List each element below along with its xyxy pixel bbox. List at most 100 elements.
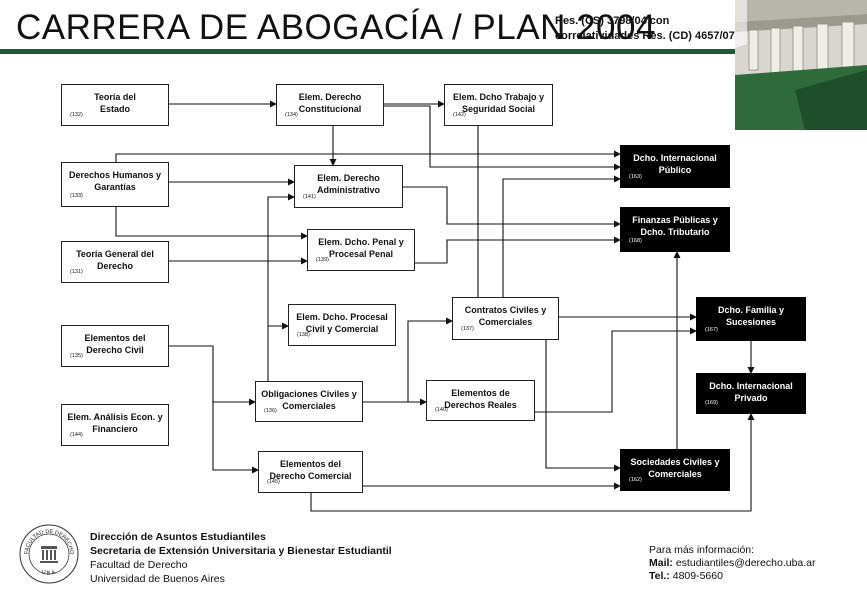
faculty-seal-icon: FACULTAD DE DERECHO U.B.A. <box>19 524 79 584</box>
node-code: (141) <box>303 193 316 200</box>
node-code: (144) <box>70 431 83 438</box>
node-label: Elementos del <box>279 459 342 469</box>
arrow-134-163 <box>384 105 621 171</box>
node-code: (136) <box>264 407 277 414</box>
node-label: Comerciales <box>648 468 702 479</box>
node-label: Dcho. Familia y <box>717 305 785 315</box>
node-label: Elem. Derecho <box>298 92 362 102</box>
node-label: Contratos Civiles y <box>464 305 547 315</box>
node-code: (142) <box>453 111 466 118</box>
arrow-140-167 <box>535 327 697 413</box>
node-label: Comerciales <box>282 400 336 411</box>
svg-text:U.B.A.: U.B.A. <box>40 569 58 577</box>
node-label: Elementos del <box>84 333 146 343</box>
node-code: (140) <box>435 406 448 413</box>
node-label: Dcho. Internacional <box>633 153 717 163</box>
node-code: (135) <box>70 352 83 359</box>
node-label: Público <box>658 164 692 175</box>
node-label: Dcho. Internacional <box>709 381 793 391</box>
node-label: Derechos Reales <box>444 399 517 410</box>
arrow-141-168 <box>403 186 621 228</box>
node-label: Elem. Derecho <box>317 173 380 183</box>
node-label: Elementos de <box>451 388 510 398</box>
arrow-139-168 <box>415 236 621 264</box>
resolution-note: Res. (CS) 3798/04 con correlatividades R… <box>555 14 735 44</box>
footer-org-line-1: Dirección de Asuntos Estudiantiles <box>90 531 266 543</box>
node-label: Administrativo <box>316 184 380 195</box>
arrow-145-169 <box>310 413 755 512</box>
node-code: (134) <box>285 111 298 118</box>
node-code: (167) <box>705 326 718 333</box>
footer-mail-label: Mail: <box>649 557 673 569</box>
arrow-136-141 <box>267 193 295 381</box>
node-label: Derecho Civil <box>86 344 144 355</box>
node-label: Comerciales <box>478 316 533 327</box>
arrow-135-136 <box>169 345 256 406</box>
page-title: CARRERA DE ABOGACÍA / PLAN 2004 <box>16 8 656 47</box>
resolution-line-1: Res. (CS) 3798/04 con <box>555 15 670 27</box>
footer-tel-label: Tel.: <box>649 570 670 582</box>
node-label: Financiero <box>92 423 138 434</box>
node-code: (169) <box>705 399 718 406</box>
node-label: Elem. Dcho. Procesal <box>296 312 388 322</box>
resolution-line-2: correlatividades Res. (CD) 4657/07 <box>555 30 735 42</box>
footer-org-line-3: Facultad de Derecho <box>90 559 188 571</box>
node-label: Estado <box>99 103 130 114</box>
node-code: (163) <box>629 173 642 180</box>
node-label: Derecho Comercial <box>269 470 352 481</box>
node-label: Elem. Dcho Trabajo y <box>452 92 545 102</box>
node-label: Dcho. Tributario <box>640 226 710 237</box>
arrow-137-162 <box>545 340 621 472</box>
footer-info-label: Para más información: <box>649 544 755 556</box>
node-code: (132) <box>70 111 83 118</box>
node-code: (162) <box>629 476 642 483</box>
node-label: Obligaciones Civiles y <box>261 389 357 399</box>
node-code: (138) <box>297 331 310 338</box>
arrow-133-139 <box>115 207 308 240</box>
footer-org-line-2: Secretaria de Extensión Universitaria y … <box>90 545 392 557</box>
footer-org-line-4: Universidad de Buenos Aires <box>90 573 225 585</box>
node-label: Sucesiones <box>725 316 777 327</box>
footer-contact: Para más información: Mail: estudiantile… <box>649 544 816 583</box>
arrow-135-145 <box>212 400 259 474</box>
node-label: Procesal Penal <box>328 248 394 259</box>
node-label: Civil y Comercial <box>305 323 379 334</box>
node-code: (137) <box>461 325 474 332</box>
node-label: Elem. Dcho. Penal y <box>318 237 404 247</box>
arrow-137-163 <box>502 175 621 297</box>
node-code: (168) <box>629 237 642 244</box>
node-label: Garantías <box>94 181 136 192</box>
footer-organization: Dirección de Asuntos Estudiantiles Secre… <box>90 530 392 586</box>
node-code: (133) <box>70 192 83 199</box>
node-label: Teoría General del <box>76 249 154 259</box>
node-label: Privado <box>734 392 768 403</box>
footer-mail-link[interactable]: estudiantiles@derecho.uba.ar <box>675 557 816 569</box>
node-label: Derechos Humanos y <box>68 170 162 180</box>
node-label: Derecho <box>96 260 133 271</box>
seal-bottom-text: U.B.A. <box>40 569 58 577</box>
node-code: (131) <box>70 268 83 275</box>
node-label: Seguridad Social <box>461 103 536 114</box>
node-label: Elem. Análisis Econ. y <box>67 412 163 422</box>
header-accent-bar <box>0 49 760 54</box>
footer-tel: 4809-5660 <box>672 570 723 582</box>
